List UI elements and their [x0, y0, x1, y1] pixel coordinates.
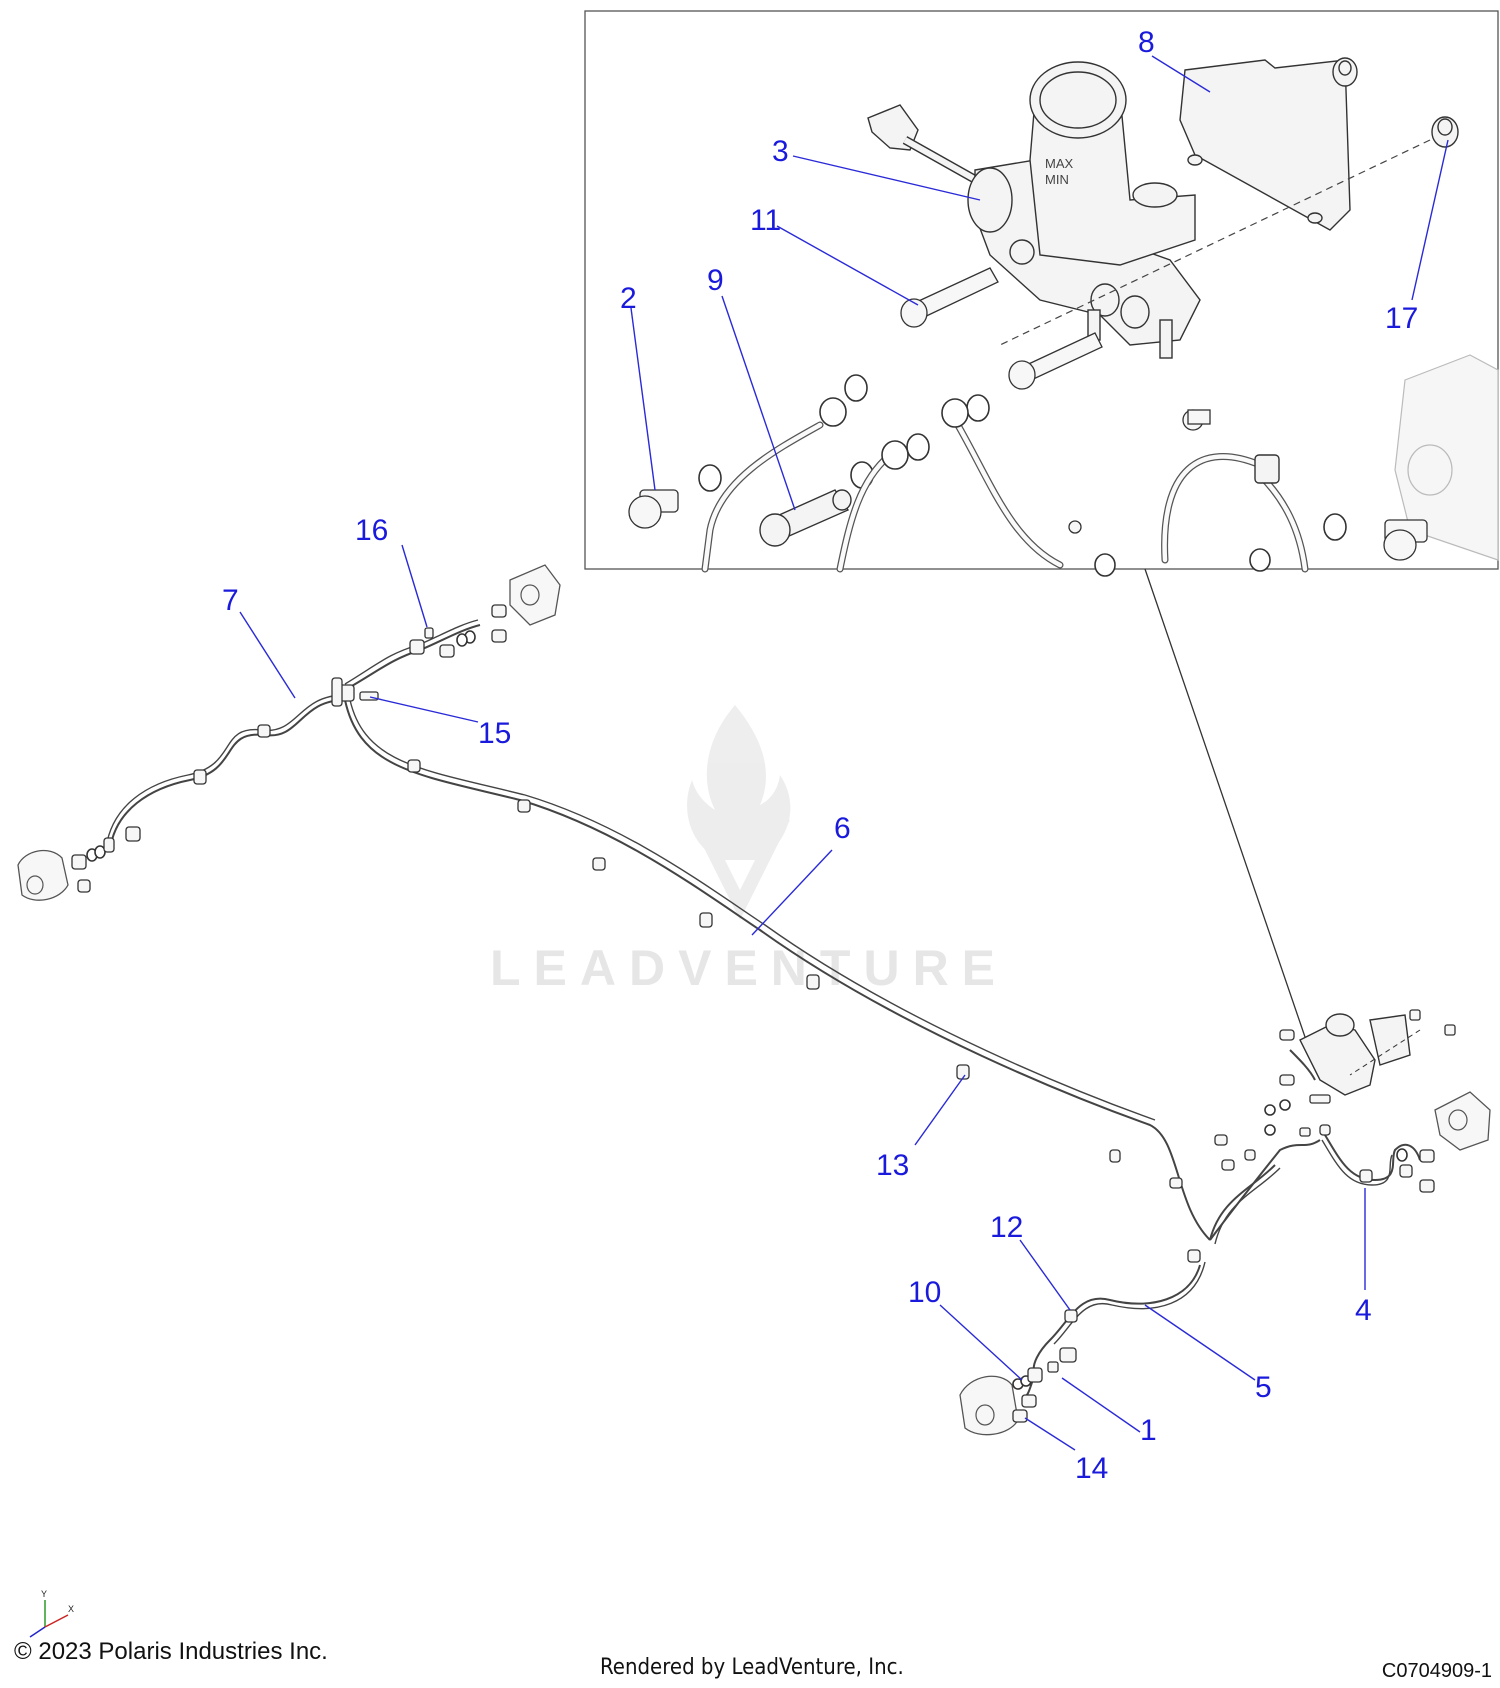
callout-8: 8: [1138, 26, 1155, 59]
axis-y-label: Y: [41, 1589, 47, 1599]
brake-line-5: [1032, 1264, 1201, 1376]
right-caliper-assembly: [1396, 1091, 1491, 1193]
inset-hose-far-right: [1161, 453, 1264, 564]
boot: [967, 167, 1013, 233]
left-caliper: [17, 849, 69, 901]
master-cylinder-assembly: [1214, 1009, 1456, 1171]
v-logo: [690, 820, 790, 920]
detail-inset-frame: [584, 10, 1499, 570]
axis-x-label: X: [68, 1604, 74, 1614]
callout-11: 11: [750, 204, 781, 237]
brake-lines: [105, 619, 1421, 1401]
bolt-11: [900, 267, 999, 328]
right-caliper: [1434, 1091, 1491, 1151]
brake-light-switch-9: [759, 489, 852, 547]
left-caliper-assembly: [17, 826, 141, 901]
mounting-bracket: [1179, 59, 1351, 231]
callout-12: 12: [990, 1211, 1023, 1244]
inset-connector-line: [1144, 568, 1319, 1076]
callout-labels: 1 2 3 4 5 6 7 8 9 10 11 12 13 14 15 16 1…: [222, 26, 1418, 1485]
brake-line-6: [344, 699, 1211, 1241]
line-clips: [193, 639, 1373, 1323]
callout-6: 6: [834, 812, 851, 845]
callout-4: 4: [1355, 1294, 1372, 1327]
callout-1: 1: [1140, 1414, 1157, 1447]
grommet-17: [1431, 116, 1459, 148]
watermark-text: LEADVENTURE: [490, 940, 1008, 996]
brake-line-4: [1324, 1134, 1421, 1182]
reservoir-min-label: MIN: [1045, 172, 1069, 187]
callout-10: 10: [908, 1276, 941, 1309]
callout-17: 17: [1385, 302, 1418, 335]
callout-2: 2: [620, 282, 637, 315]
callout-9: 9: [707, 264, 724, 297]
rendered-by-credit: Rendered by LeadVenture, Inc.: [600, 1655, 904, 1680]
callout-15: 15: [478, 717, 511, 750]
upper-caliper-assembly: [424, 564, 561, 658]
axis-triad: Y X: [29, 1589, 74, 1638]
alignment-dashed-line: [999, 139, 1431, 346]
callout-3: 3: [772, 135, 789, 168]
banjo-bolt-2: [628, 489, 679, 529]
bolt-lower-mc: [1008, 332, 1103, 390]
flame-logo: [687, 705, 791, 860]
callout-5: 5: [1255, 1371, 1272, 1404]
lower-caliper-assembly: [959, 1347, 1077, 1436]
upper-caliper: [509, 564, 561, 626]
inset-bolt-right: [1383, 519, 1428, 561]
copyright-notice: © 2023 Polaris Industries Inc.: [14, 1638, 328, 1665]
brake-line-7: [109, 699, 346, 851]
inset-caliper-right: [1394, 354, 1499, 561]
leadventure-watermark: LEADVENTURE: [490, 705, 1008, 996]
leader-lines: [239, 55, 1449, 1451]
clevis: [867, 104, 919, 151]
callout-7: 7: [222, 584, 239, 617]
callout-13: 13: [876, 1149, 909, 1182]
callout-16: 16: [355, 514, 388, 547]
detail-inset-parts: MAX MIN: [628, 57, 1499, 577]
reservoir-max-label: MAX: [1045, 156, 1074, 171]
callout-14: 14: [1075, 1452, 1108, 1485]
drawing-code: C0704909-1: [1381, 1660, 1492, 1682]
inset-hose-right: [951, 416, 1064, 569]
grommet-upper: [1332, 57, 1358, 87]
